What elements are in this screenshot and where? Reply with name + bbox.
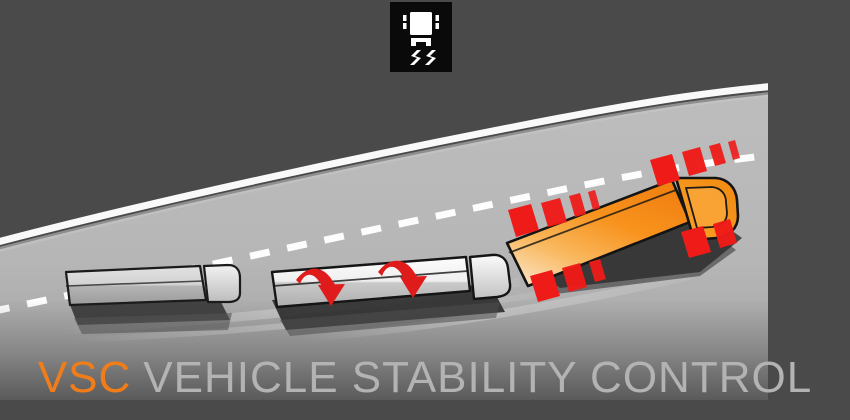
- skid-arrow-right: [378, 260, 427, 298]
- vehicle-skidding: [270, 253, 512, 336]
- caption-title: VEHICLE STABILITY CONTROL: [143, 353, 813, 402]
- caption: VSC VEHICLE STABILITY CONTROL: [0, 350, 850, 406]
- vehicle-trailing-body: [64, 264, 208, 307]
- brake-force-rear-right: [530, 259, 606, 302]
- right-background-mask: [768, 0, 850, 420]
- brake-force-front-right: [681, 219, 737, 258]
- vehicle-skidding-windshield: [468, 253, 512, 301]
- brake-force-markers: [508, 140, 740, 302]
- skid-arrows: [296, 260, 427, 306]
- brake-force-front-left: [650, 140, 740, 186]
- brake-force-rear-left: [508, 190, 600, 237]
- vsc-skid-indicator-icon: [390, 2, 452, 72]
- caption-vsc: VSC: [37, 353, 132, 402]
- skid-arrow-left: [296, 268, 345, 306]
- road-center-line: [0, 148, 790, 316]
- vehicle-trailing-windshield: [202, 263, 242, 304]
- vehicle-trailing: [64, 263, 242, 334]
- vsc-icon-badge: [390, 2, 452, 72]
- road-edge-line: [0, 80, 801, 246]
